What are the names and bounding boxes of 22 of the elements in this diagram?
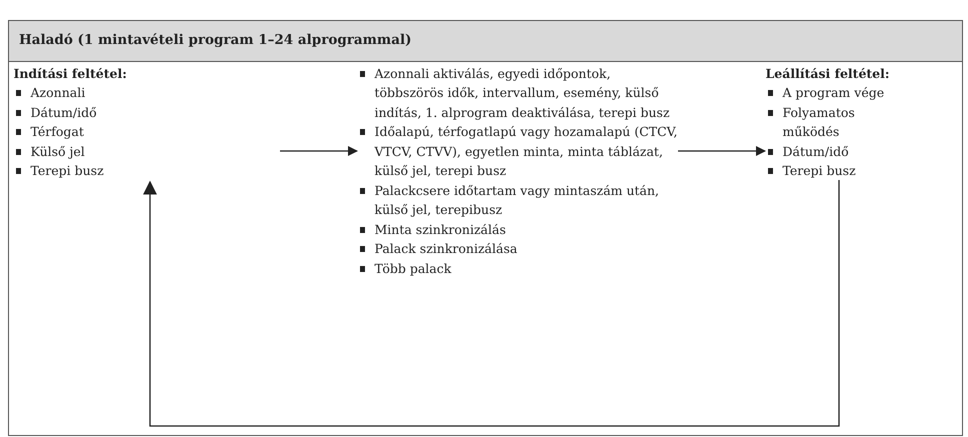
bullet-item: Palack szinkronizálása — [358, 239, 678, 258]
bullet-item: Terepi busz — [14, 161, 280, 180]
bullet-item: Térfogat — [14, 122, 280, 142]
bullet-item: A program vége — [766, 83, 898, 102]
bullet-item: Folyamatos működés — [766, 102, 898, 142]
bullet-item: Minta szinkronizálás — [358, 220, 678, 239]
bullet-item: Időalapú, térfogatlapú vagy hozamalapú (CTCV, VTCV, CTVV), egyetlen minta, minta táblázat, külső jel, terepi busz — [358, 122, 678, 180]
bullet-item: Több palack — [358, 258, 678, 278]
arrow — [280, 146, 358, 156]
bullet-item: Dátum/idő — [14, 102, 280, 122]
table-frame — [8, 20, 963, 436]
bullet-item: Azonnali — [14, 83, 280, 102]
column-heading: Leállítási feltétel: — [766, 64, 890, 82]
bullet-item: Dátum/idő — [766, 142, 898, 161]
arrow — [143, 180, 840, 427]
bullet-item: Palackcsere időtartam vagy mintaszám után, külső jel, terepibusz — [358, 180, 678, 220]
table-title: Haladó (1 mintavételi program 1–24 alprogrammal) — [19, 32, 412, 48]
bullet-item: Azonnali aktiválás, egyedi időpontok, többszörös idők, intervallum, esemény, külső indítás, 1. alprogram deaktiválása, terepi busz — [358, 64, 678, 122]
column-heading: Indítási feltétel: — [14, 64, 128, 82]
bullet-item: Külső jel — [14, 142, 280, 161]
arrow — [678, 146, 766, 156]
bullet-item: Terepi busz — [766, 161, 898, 180]
